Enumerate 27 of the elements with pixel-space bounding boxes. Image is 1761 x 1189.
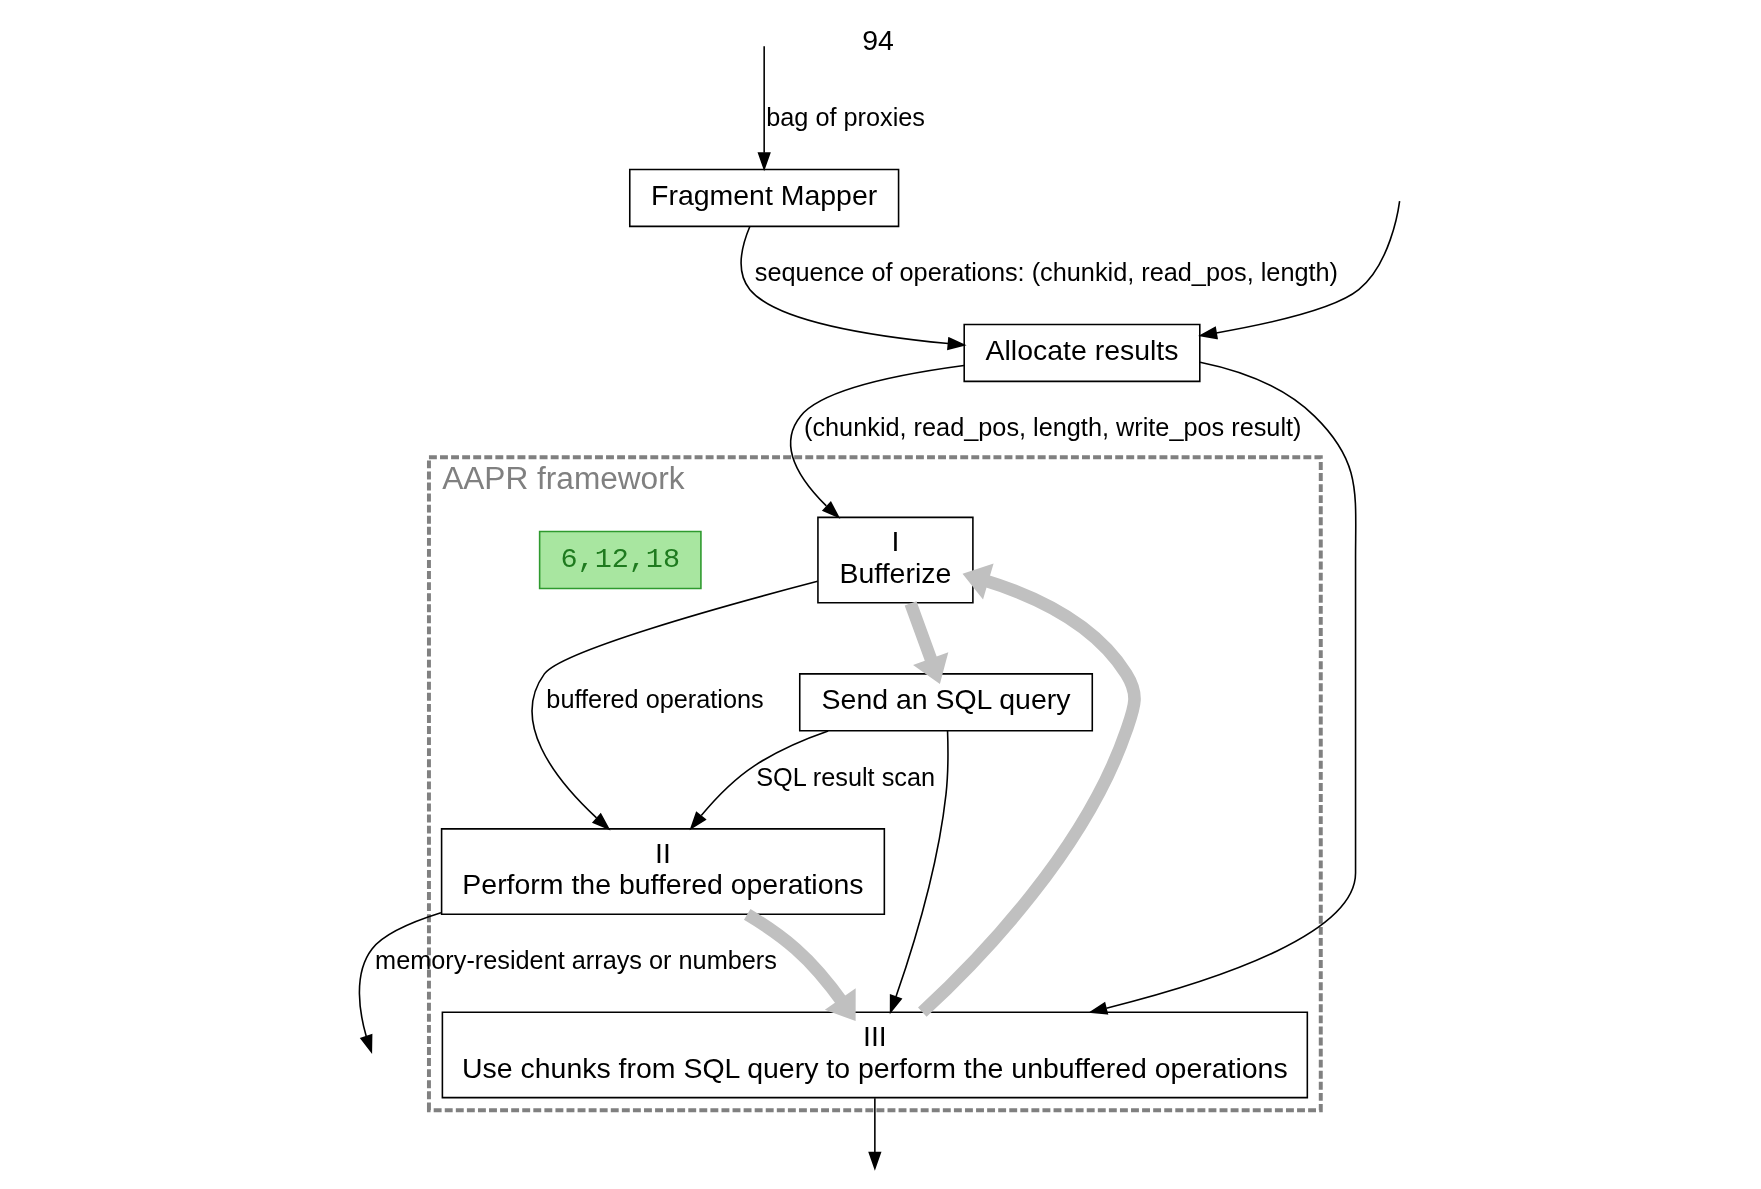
arrow [889,730,949,1015]
arrow [904,601,948,684]
arrow [739,225,967,351]
arrow [789,364,965,519]
arrow [917,563,1141,1017]
node-box: I Bufferize [816,516,974,604]
arrow [689,730,829,831]
arrow [530,580,818,831]
arrow [743,909,856,1022]
edge-label: (chunkid, read_pos, length, write_pos result) [803,413,1301,442]
arrow [867,1097,881,1171]
arrow [757,45,771,172]
edge-label: buffered operations [545,685,764,714]
node-box: II Perform the buffered operations [440,828,885,915]
arrow [1087,361,1357,1015]
label: 94 [861,23,894,56]
node-box: Fragment Mapper [628,168,899,228]
arrow [358,912,442,1054]
edge-label: bag of proxies [765,103,925,132]
edge-label: sequence of operations: (chunkid, read_pos, length) [754,258,1338,287]
edge-label: SQL result scan [755,762,935,791]
node-box: Allocate results [962,323,1201,383]
arrow [1197,200,1400,340]
node-box: 6,12,18 [538,530,702,590]
node-box: Send an SQL query [798,673,1093,732]
edge-label: memory-resident arrays or numbers [374,946,777,975]
node-box: III Use chunks from SQL query to perform the unbuffered operations [441,1011,1308,1099]
